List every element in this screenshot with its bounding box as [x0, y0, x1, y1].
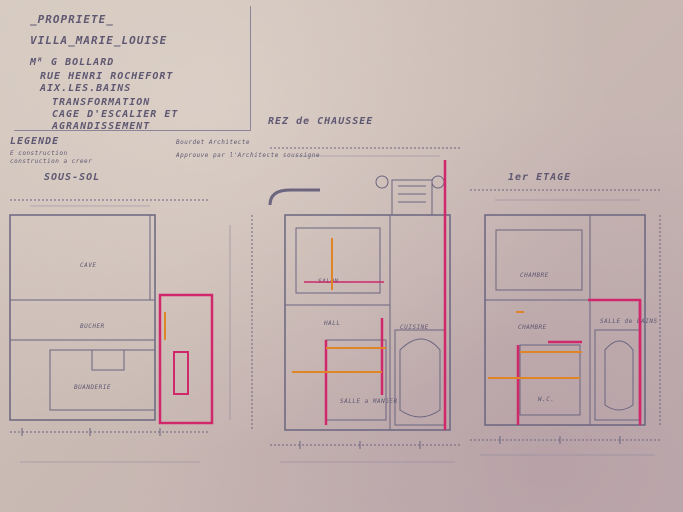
ground-floor-plan-outline	[251, 147, 460, 449]
room-label-chambre-1: CHAMBRE	[520, 272, 549, 279]
approval-note: Approuve par l'Architecte soussigne	[176, 152, 320, 159]
room-label-cave: CAVE	[80, 262, 97, 269]
room-label-hall: HALL	[324, 320, 341, 327]
legend-heading: LEGENDE	[10, 136, 60, 147]
new-construction-walls	[158, 160, 642, 430]
title-owner-name: Mᴿ G BOLLARD	[30, 57, 115, 68]
title-work-line-2: CAGE D'ESCALIER ET	[52, 109, 179, 120]
room-label-chambre-2: CHAMBRE	[518, 324, 547, 331]
architect-signature: Bourdet Architecte	[176, 139, 251, 146]
room-label-salle-de-bains: SALLE de BAINS	[600, 318, 658, 325]
room-label-bucher: BUCHER	[80, 323, 105, 330]
title-street: RUE HENRI ROCHEFORT	[40, 71, 174, 82]
basement-plan-label: SOUS-SOL	[44, 172, 101, 183]
title-work-line-1: TRANSFORMATION	[52, 97, 151, 108]
new-construction-orange	[164, 238, 582, 379]
basement-plan-outline	[9, 199, 210, 436]
first-floor-plan-label: 1er ETAGE	[508, 172, 572, 183]
room-label-buanderie: BUANDERIE	[74, 384, 112, 391]
title-block	[14, 6, 251, 131]
title-work-line-3: AGRANDISSEMENT	[52, 121, 151, 132]
ground-plan-label: REZ de CHAUSSEE	[268, 116, 374, 127]
title-city: AIX.LES.BAINS	[40, 83, 132, 94]
room-label-cuisine: CUISINE	[400, 324, 429, 331]
title-owner-label: _PROPRIETE_	[30, 13, 114, 26]
legend-line-1: E construction	[10, 150, 68, 157]
room-label-salle-a-manger: SALLE a MANGER	[340, 398, 398, 405]
room-label-wc: W.C.	[538, 396, 555, 403]
legend-line-2: construction a creer	[10, 158, 93, 165]
title-villa-name: VILLA_MARIE_LOUISE	[30, 34, 168, 47]
dimension-lines	[20, 155, 655, 463]
first-floor-plan-outline	[470, 189, 661, 444]
